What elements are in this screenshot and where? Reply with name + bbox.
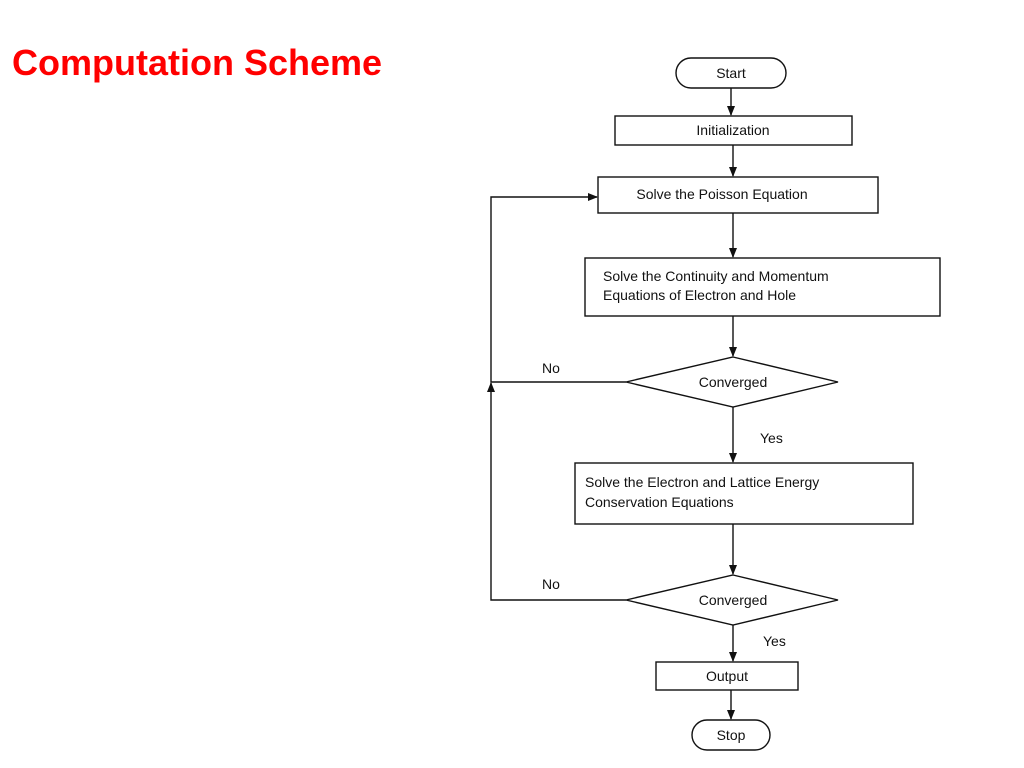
node-initialization-label: Initialization (696, 122, 769, 138)
node-start-label: Start (716, 65, 746, 81)
node-converged-2-label: Converged (699, 592, 768, 608)
node-stop-label: Stop (717, 727, 746, 743)
node-start: Start (675, 57, 787, 89)
node-initialization: Initialization (614, 115, 853, 146)
node-energy: Solve the Electron and Lattice Energy Co… (574, 462, 914, 525)
node-converged-1-label: Converged (699, 374, 768, 390)
node-converged-2: Converged (625, 574, 839, 626)
node-continuity-label-line-2: Equations of Electron and Hole (603, 287, 796, 303)
edge-label-converged-1-no: No (542, 360, 560, 376)
node-stop: Stop (691, 719, 771, 751)
node-converged-1: Converged (625, 356, 839, 408)
node-energy-label-line-1: Solve the Electron and Lattice Energy (585, 474, 819, 490)
edge-converged-2-no-loop (487, 382, 626, 601)
node-continuity-label-line-1: Solve the Continuity and Momentum (603, 268, 829, 284)
node-poisson: Solve the Poisson Equation (597, 176, 879, 214)
node-output: Output (655, 661, 799, 691)
node-energy-label-line-2: Conservation Equations (585, 494, 734, 510)
node-output-label: Output (706, 668, 748, 684)
node-poisson-label: Solve the Poisson Equation (636, 186, 807, 202)
edge-label-converged-1-yes: Yes (760, 430, 783, 446)
edge-label-converged-2-no: No (542, 576, 560, 592)
edge-converged-1-no-loop (490, 193, 626, 383)
edge-label-converged-2-yes: Yes (763, 633, 786, 649)
node-continuity: Solve the Continuity and Momentum Equati… (584, 257, 941, 317)
slide-title: Computation Scheme (12, 42, 383, 83)
